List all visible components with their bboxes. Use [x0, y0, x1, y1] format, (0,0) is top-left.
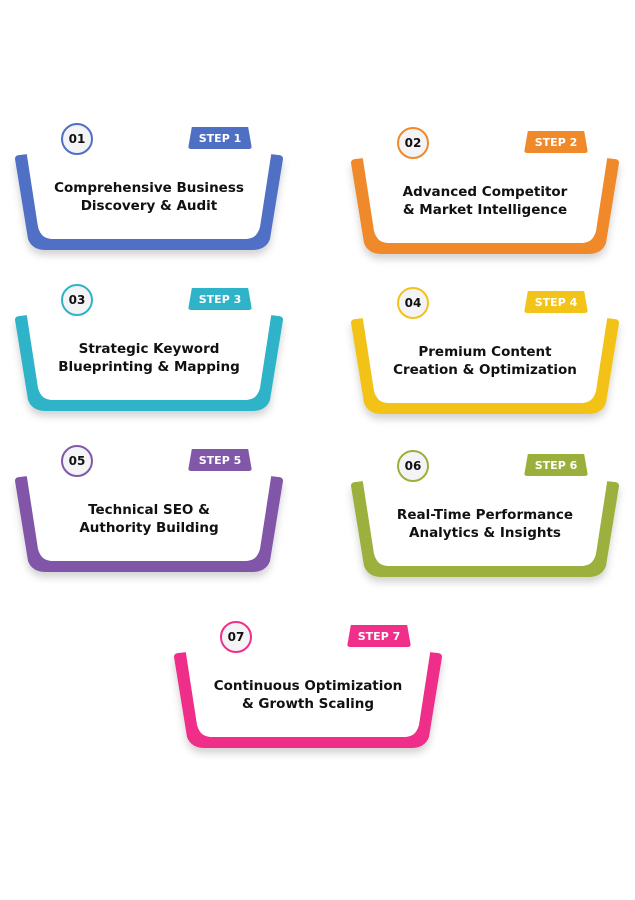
step-badge: STEP 3 [188, 288, 252, 310]
step-title: Advanced Competitor & Market Intelligenc… [370, 183, 600, 219]
step-number-circle: 01 [61, 123, 93, 155]
card-frame [174, 647, 442, 748]
card-frame [15, 471, 283, 572]
step-card-1: 01 STEP 1 Comprehensive Business Discove… [14, 123, 284, 258]
step-title-line: Discovery & Audit [80, 198, 218, 214]
step-title-line: Continuous Optimization [213, 678, 403, 694]
step-title-line: Creation & Optimization [393, 362, 577, 378]
step-title: Real-Time Performance Analytics & Insigh… [370, 506, 600, 542]
step-title: Strategic Keyword Blueprinting & Mapping [34, 340, 264, 376]
card-frame [15, 310, 283, 411]
step-title-line: Premium Content [418, 344, 552, 360]
step-card-6: 06 STEP 6 Real-Time Performance Analytic… [350, 450, 620, 585]
card-frame [351, 153, 619, 254]
step-title-line: & Market Intelligence [402, 202, 568, 218]
step-card-2: 02 STEP 2 Advanced Competitor & Market I… [350, 127, 620, 262]
step-card-7: 07 STEP 7 Continuous Optimization & Grow… [173, 621, 443, 756]
card-frame [15, 149, 283, 250]
step-title-line: Advanced Competitor [402, 184, 568, 200]
step-number-circle: 04 [397, 287, 429, 319]
step-number-circle: 05 [61, 445, 93, 477]
step-number-circle: 07 [220, 621, 252, 653]
step-card-4: 04 STEP 4 Premium Content Creation & Opt… [350, 287, 620, 422]
step-card-5: 05 STEP 5 Technical SEO & Authority Buil… [14, 445, 284, 580]
step-title-line: Strategic Keyword [78, 341, 220, 357]
step-title-line: Comprehensive Business [54, 180, 244, 196]
step-title: Technical SEO & Authority Building [34, 501, 264, 537]
step-badge: STEP 1 [188, 127, 252, 149]
step-badge: STEP 2 [524, 131, 588, 153]
step-title-line: Analytics & Insights [409, 525, 561, 541]
step-number-circle: 02 [397, 127, 429, 159]
step-title-line: Authority Building [79, 520, 219, 536]
step-badge: STEP 5 [188, 449, 252, 471]
step-number-circle: 03 [61, 284, 93, 316]
step-title-line: Technical SEO & [88, 502, 210, 518]
step-title: Comprehensive Business Discovery & Audit [34, 179, 264, 215]
step-badge: STEP 6 [524, 454, 588, 476]
card-frame [351, 313, 619, 414]
step-card-3: 03 STEP 3 Strategic Keyword Blueprinting… [14, 284, 284, 419]
step-title-line: Real-Time Performance [396, 507, 574, 523]
step-number-circle: 06 [397, 450, 429, 482]
step-title-line: & Growth Scaling [241, 696, 375, 712]
step-title-line: Blueprinting & Mapping [58, 359, 240, 375]
step-badge: STEP 4 [524, 291, 588, 313]
card-frame [351, 476, 619, 577]
step-title: Continuous Optimization & Growth Scaling [193, 677, 423, 713]
step-badge: STEP 7 [347, 625, 411, 647]
step-title: Premium Content Creation & Optimization [370, 343, 600, 379]
